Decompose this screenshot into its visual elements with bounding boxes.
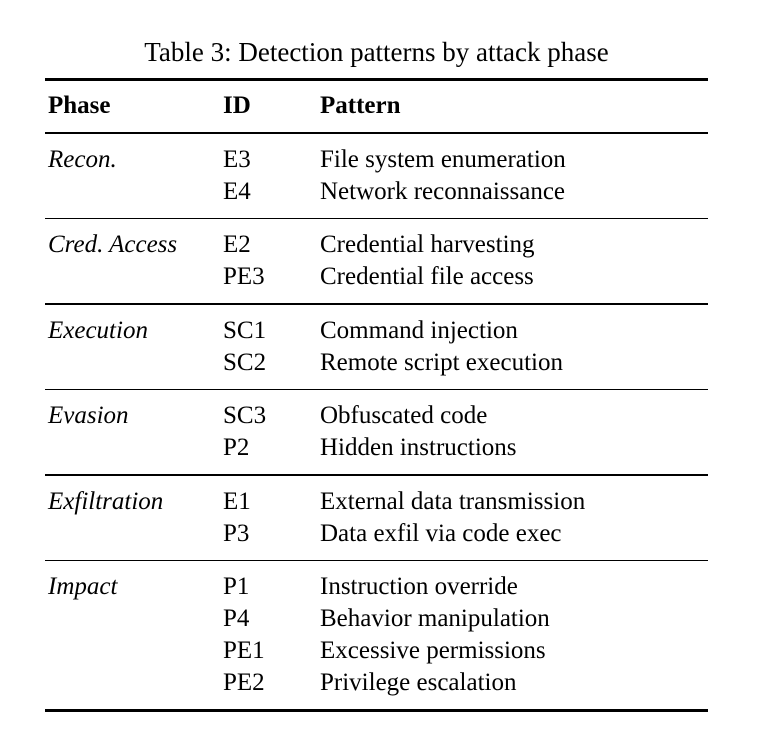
pattern-cell: Data exfil via code exec bbox=[320, 519, 562, 547]
id-cell: PE2 bbox=[223, 669, 265, 696]
id-cell: E2 bbox=[223, 231, 251, 258]
id-cell: PE1 bbox=[223, 637, 265, 664]
table-rule-top bbox=[45, 78, 708, 81]
detection-table: Phase ID Pattern Recon. E3 File system e… bbox=[45, 78, 708, 712]
column-header-phase: Phase bbox=[48, 92, 111, 119]
table-rule-header bbox=[45, 132, 708, 134]
phase-group-impact: Impact P1 Instruction override P4 Behavi… bbox=[45, 561, 708, 709]
table-figure: Table 3: Detection patterns by attack ph… bbox=[45, 34, 708, 712]
phase-group-evasion: Evasion SC3 Obfuscated code P2 Hidden in… bbox=[45, 390, 708, 474]
table-rule-group bbox=[45, 474, 708, 476]
table-rule-group bbox=[45, 303, 708, 305]
table-row: Cred. Access E2 Credential harvesting bbox=[45, 229, 708, 261]
id-cell: P2 bbox=[223, 434, 250, 461]
column-header-id: ID bbox=[223, 92, 251, 119]
table-row: Execution SC1 Command injection bbox=[45, 315, 708, 347]
phase-group-execution: Execution SC1 Command injection SC2 Remo… bbox=[45, 305, 708, 389]
phase-cell-empty bbox=[45, 518, 223, 550]
table-rule-group bbox=[45, 217, 708, 219]
id-cell: P1 bbox=[223, 573, 250, 600]
pattern-cell: Network reconnaissance bbox=[320, 177, 566, 205]
phase-cell: Cred. Access bbox=[48, 231, 178, 258]
pattern-cell: Credential file access bbox=[320, 263, 534, 290]
pattern-cell: Privilege escalation bbox=[320, 669, 517, 696]
phase-group-exfiltration: Exfiltration E1 External data transmissi… bbox=[45, 476, 708, 560]
table-row: SC2 Remote script execution bbox=[45, 347, 708, 379]
phase-group-recon: Recon. E3 File system enumeration E4 Net… bbox=[45, 134, 708, 218]
id-cell: P3 bbox=[223, 519, 250, 547]
phase-cell: Execution bbox=[48, 316, 148, 344]
phase-cell-empty bbox=[45, 667, 223, 699]
pattern-cell: Credential harvesting bbox=[320, 231, 535, 258]
pattern-cell: File system enumeration bbox=[320, 145, 566, 173]
table-caption: Table 3: Detection patterns by attack ph… bbox=[144, 37, 609, 67]
pattern-cell: External data transmission bbox=[320, 487, 586, 515]
phase-cell-empty bbox=[45, 347, 223, 379]
table-row: P2 Hidden instructions bbox=[45, 432, 708, 464]
id-cell: SC1 bbox=[223, 316, 267, 344]
phase-cell: Recon. bbox=[48, 145, 117, 173]
pattern-cell: Remote script execution bbox=[320, 348, 563, 376]
id-cell: E4 bbox=[223, 177, 251, 205]
table-rule-group bbox=[45, 388, 708, 390]
table-row: Impact P1 Instruction override bbox=[45, 571, 708, 603]
pattern-cell: Instruction override bbox=[320, 573, 518, 600]
pattern-cell: Obfuscated code bbox=[320, 402, 488, 429]
table-row: PE2 Privilege escalation bbox=[45, 667, 708, 699]
table-row: PE1 Excessive permissions bbox=[45, 635, 708, 667]
pattern-cell: Command injection bbox=[320, 316, 518, 344]
id-cell: SC2 bbox=[223, 348, 267, 376]
pattern-cell: Behavior manipulation bbox=[320, 605, 550, 632]
pattern-cell: Hidden instructions bbox=[320, 434, 517, 461]
id-cell: E3 bbox=[223, 145, 251, 173]
table-row: Evasion SC3 Obfuscated code bbox=[45, 400, 708, 432]
phase-cell-empty bbox=[45, 432, 223, 464]
table-row: Recon. E3 File system enumeration bbox=[45, 144, 708, 176]
phase-cell-empty bbox=[45, 603, 223, 635]
table-row: P4 Behavior manipulation bbox=[45, 603, 708, 635]
phase-cell-empty bbox=[45, 261, 223, 293]
phase-cell: Evasion bbox=[48, 402, 129, 429]
phase-cell: Exfiltration bbox=[48, 487, 164, 515]
pattern-cell: Excessive permissions bbox=[320, 637, 546, 664]
phase-cell-empty bbox=[45, 635, 223, 667]
table-row: Exfiltration E1 External data transmissi… bbox=[45, 486, 708, 518]
id-cell: SC3 bbox=[223, 402, 267, 429]
table-rule-bottom bbox=[45, 709, 708, 712]
id-cell: P4 bbox=[223, 605, 250, 632]
phase-group-cred-access: Cred. Access E2 Credential harvesting PE… bbox=[45, 219, 708, 303]
column-header-row: Phase ID Pattern bbox=[45, 81, 708, 132]
table-row: E4 Network reconnaissance bbox=[45, 176, 708, 208]
column-header-pattern: Pattern bbox=[320, 92, 401, 119]
id-cell: E1 bbox=[223, 487, 251, 515]
table-rule-group bbox=[45, 559, 708, 561]
id-cell: PE3 bbox=[223, 263, 265, 290]
table-row: P3 Data exfil via code exec bbox=[45, 518, 708, 550]
table-row: PE3 Credential file access bbox=[45, 261, 708, 293]
phase-cell: Impact bbox=[48, 573, 118, 600]
phase-cell-empty bbox=[45, 176, 223, 208]
